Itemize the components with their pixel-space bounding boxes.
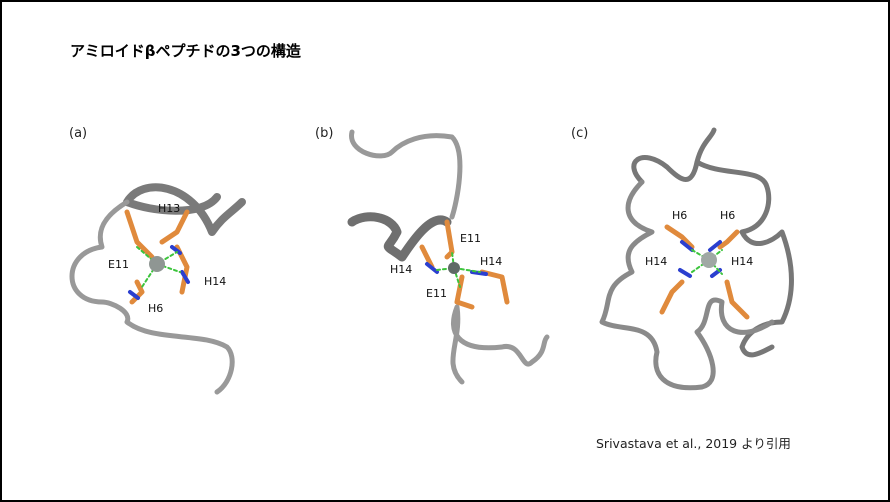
residue-label: H13 — [158, 202, 181, 215]
panel-label-b: (b) — [315, 126, 334, 141]
citation: Srivastava et al., 2019 より引用 — [596, 436, 791, 451]
structure-c — [599, 127, 794, 391]
residue-label: E11 — [108, 258, 129, 271]
structure-a — [69, 183, 246, 395]
residue-label: H14 — [390, 263, 413, 276]
residue-label: H14 — [645, 255, 668, 268]
residue-label: H14 — [480, 255, 503, 268]
panel-label-a: (a) — [69, 126, 88, 141]
structure-b — [347, 129, 550, 385]
residue-label: H6 — [720, 209, 736, 222]
residue-label: E11 — [460, 232, 481, 245]
residue-label: E11 — [426, 287, 447, 300]
residue-label: H14 — [204, 275, 227, 288]
slide-title: アミロイドβペプチドの3つの構造 — [70, 42, 301, 60]
panel-label-c: (c) — [571, 126, 589, 141]
residue-label: H6 — [672, 209, 688, 222]
metal-ion-a — [149, 256, 165, 272]
metal-ion-b — [448, 262, 460, 274]
residue-label: H14 — [731, 255, 754, 268]
residue-label: H6 — [148, 302, 164, 315]
metal-ion-c — [701, 252, 717, 268]
